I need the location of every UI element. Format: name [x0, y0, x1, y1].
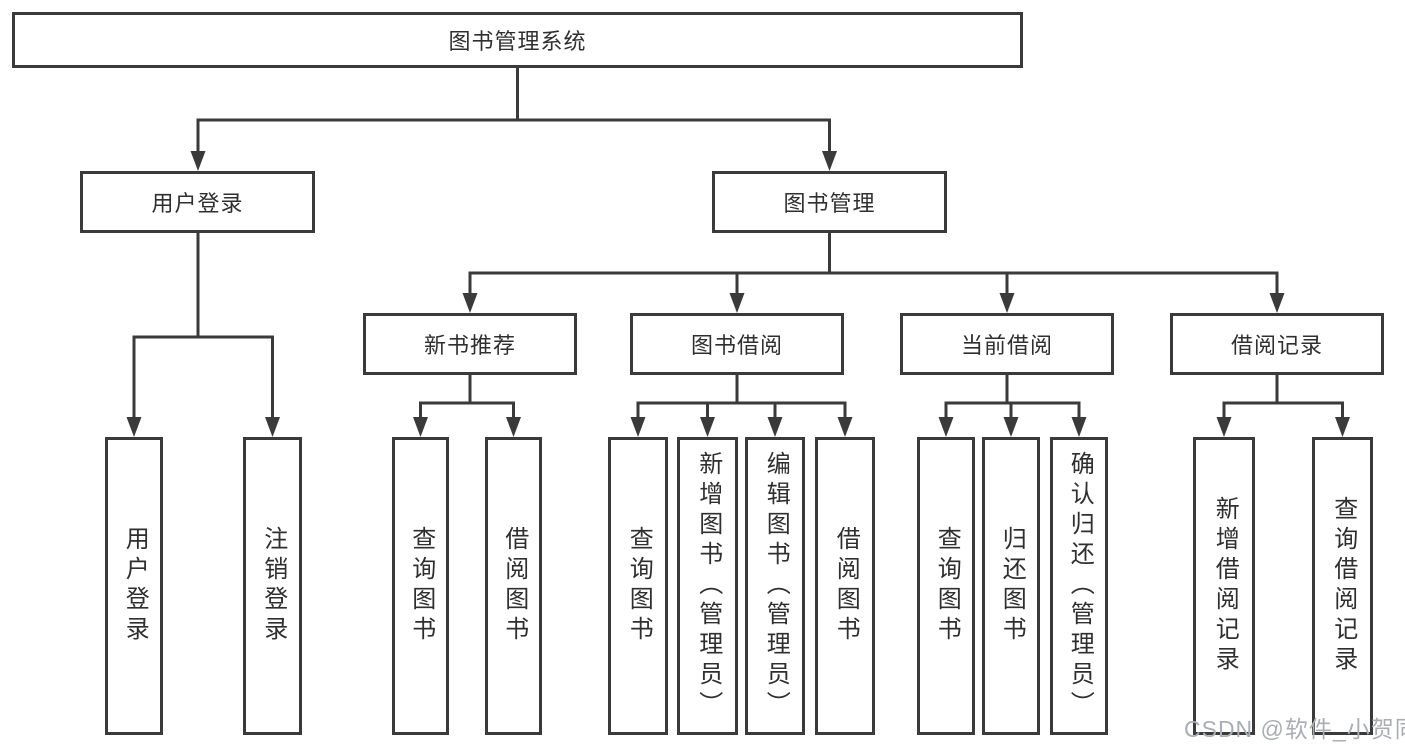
leaf-query-borrow-record: 查询借阅记录 — [1312, 437, 1373, 735]
node-label: 当前借阅 — [960, 333, 1053, 358]
leaf-borrow-books-recommend: 借阅图书 — [485, 437, 542, 735]
node-root: 图书管理系统 — [12, 12, 1023, 68]
leaf-user-login: 用户登录 — [105, 437, 163, 735]
watermark: CSDN @软件_小贺同学 — [1184, 716, 1405, 742]
leaf-return-book: 归还图书 — [982, 437, 1040, 735]
node-new-book-recommend: 新书推荐 — [363, 313, 577, 375]
node-borrow-records: 借阅记录 — [1170, 313, 1384, 375]
node-label: 新书推荐 — [423, 333, 516, 358]
leaf-confirm-return-admin: 确认归还（管理员） — [1050, 437, 1108, 735]
node-label: 借阅图书 — [832, 526, 860, 646]
node-label: 归还图书 — [998, 526, 1026, 646]
node-label: 用户登录 — [121, 526, 149, 646]
node-current-borrow: 当前借阅 — [900, 313, 1114, 375]
node-label: 借阅记录 — [1230, 333, 1323, 358]
leaf-query-books-borrow: 查询图书 — [608, 437, 668, 735]
node-label: 确认归还（管理员） — [1066, 451, 1094, 721]
leaf-add-borrow-record: 新增借阅记录 — [1193, 437, 1255, 735]
node-label: 查询图书 — [933, 526, 961, 646]
node-label: 注销登录 — [259, 526, 287, 646]
leaf-query-books-recommend: 查询图书 — [392, 437, 449, 735]
leaf-add-book-admin: 新增图书（管理员） — [677, 437, 738, 735]
node-label: 用户登录 — [151, 191, 244, 216]
leaf-edit-book-admin: 编辑图书（管理员） — [745, 437, 805, 735]
node-label: 借阅图书 — [500, 526, 528, 646]
node-label: 图书借阅 — [690, 333, 783, 358]
node-label: 查询图书 — [625, 526, 653, 646]
node-label: 新增借阅记录 — [1211, 496, 1239, 676]
leaf-logout: 注销登录 — [243, 437, 302, 735]
node-label: 图书管理 — [783, 191, 876, 216]
node-book-management: 图书管理 — [712, 171, 947, 233]
leaf-query-books-current: 查询图书 — [917, 437, 975, 735]
node-label: 查询借阅记录 — [1329, 496, 1357, 676]
node-label: 查询图书 — [407, 526, 435, 646]
node-user-login: 用户登录 — [80, 171, 315, 233]
node-label: 新增图书（管理员） — [694, 451, 722, 721]
leaf-borrow-books: 借阅图书 — [815, 437, 875, 735]
node-book-borrow: 图书借阅 — [630, 313, 844, 375]
node-label: 图书管理系统 — [448, 29, 587, 54]
node-label: 编辑图书（管理员） — [762, 451, 790, 721]
